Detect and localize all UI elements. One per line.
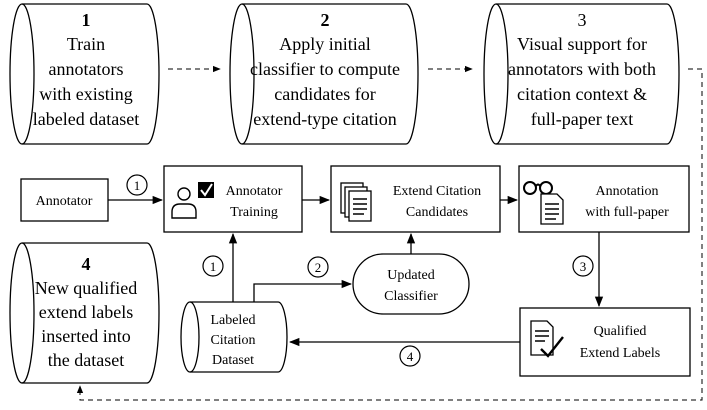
annotator-training-box: Annotator Training [163, 165, 303, 233]
step-4-line-4: the dataset [48, 350, 124, 370]
svg-text:3: 3 [580, 259, 587, 274]
svg-text:1: 1 [210, 259, 217, 274]
step-3-line-2: annotators with both [508, 59, 656, 79]
step-2-line-2: classifier to compute [250, 59, 400, 79]
annotation-full-paper-line-2: with full-paper [585, 205, 669, 220]
step-marker-annotator: 1 [126, 174, 148, 196]
extend-candidates-line-1: Extend Citation [393, 184, 481, 199]
step-4-number: 4 [82, 254, 91, 274]
step-3-number: 3 [578, 10, 587, 30]
document-icon [540, 193, 564, 225]
step-marker-annotation: 3 [572, 255, 594, 277]
documents-stack-icon [340, 182, 372, 222]
qualified-labels-box: Qualified Extend Labels [519, 307, 691, 377]
updated-classifier-node: Updated Classifier [352, 253, 470, 315]
step-1-box: 1 Train annotators with existing labeled… [9, 3, 160, 145]
labeled-dataset-line-3: Dataset [212, 353, 254, 368]
step-2-box: 2 Apply initial classifier to compute ca… [229, 3, 419, 145]
step-2-line-3: candidates for [274, 84, 375, 104]
step-1-line-3: with existing [39, 84, 133, 104]
extend-candidates-line-2: Candidates [406, 205, 468, 220]
qualified-labels-line-1: Qualified [594, 324, 647, 339]
svg-text:1: 1 [134, 178, 141, 193]
qualified-labels-line-2: Extend Labels [580, 346, 660, 361]
step-1-line-1: Train [67, 34, 105, 54]
step-3-line-4: full-paper text [531, 109, 633, 129]
step-marker-classifier: 2 [307, 256, 329, 278]
svg-text:2: 2 [315, 260, 322, 275]
step-3-line-1: Visual support for [517, 34, 647, 54]
step-1-number: 1 [82, 10, 91, 30]
step-2-line-4: extend-type citation [253, 109, 396, 129]
step-4-line-1: New qualified [35, 278, 137, 298]
step-2-line-1: Apply initial [279, 34, 371, 54]
labeled-dataset-line-1: Labeled [210, 313, 255, 328]
dashed-connectors [76, 65, 703, 401]
step-marker-dataset-training: 1 [202, 255, 224, 277]
annotation-full-paper-line-1: Annotation [596, 184, 659, 199]
step-3-line-3: citation context & [517, 84, 647, 104]
step-1-line-2: annotators [49, 59, 124, 79]
annotator-training-line-1: Annotator [226, 184, 283, 199]
step-4-box: 4 New qualified extend labels inserted i… [9, 242, 160, 384]
glasses-icon [523, 181, 553, 195]
step-marker-qualified: 4 [399, 345, 421, 367]
updated-classifier-line-1: Updated [387, 268, 434, 283]
svg-text:4: 4 [407, 349, 414, 364]
step-4-line-2: extend labels [39, 302, 133, 322]
labeled-dataset-line-2: Citation [210, 333, 255, 348]
step-4-line-3: inserted into [41, 326, 130, 346]
annotator-label: Annotator [36, 194, 93, 209]
step-1-line-4: labeled dataset [33, 109, 139, 129]
annotation-full-paper-box: Annotation with full-paper [518, 165, 690, 233]
updated-classifier-line-2: Classifier [384, 289, 438, 304]
step-2-number: 2 [321, 10, 330, 30]
person-check-icon [171, 182, 214, 219]
labeled-dataset-node: Labeled Citation Dataset [180, 301, 288, 373]
document-check-icon [530, 320, 564, 358]
extend-candidates-box: Extend Citation Candidates [330, 165, 501, 233]
flow-arrows [108, 195, 604, 347]
annotator-box: Annotator [20, 178, 109, 222]
annotator-training-line-2: Training [230, 205, 278, 220]
step-3-box: 3 Visual support for annotators with bot… [483, 3, 680, 145]
